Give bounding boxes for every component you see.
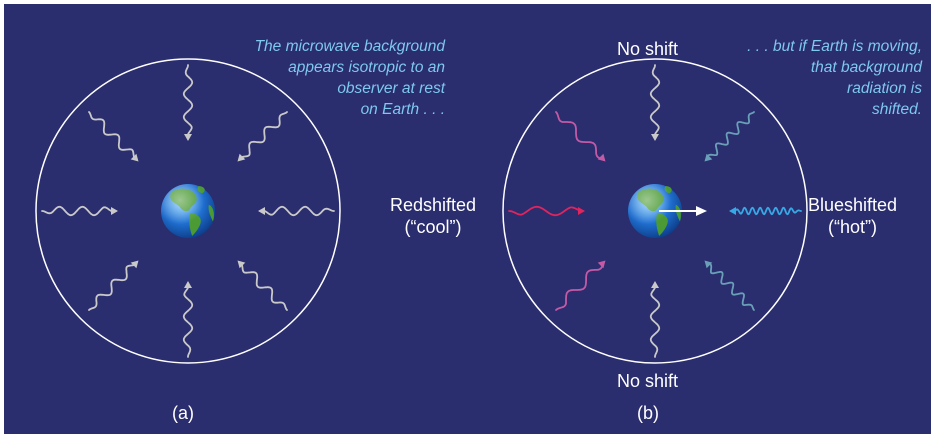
wavy-arrow-icon — [508, 205, 585, 217]
panel-b-waves — [508, 64, 802, 358]
panel-a-sky-circle — [35, 58, 341, 364]
earth-highlight — [628, 184, 682, 238]
panel-a-caption-line: on Earth . . . — [360, 101, 445, 118]
wavy-arrow-icon — [258, 205, 335, 217]
panel-b-caption-line: that background — [810, 59, 922, 76]
wavy-arrow-icon — [88, 111, 139, 162]
panel-b-caption-line: . . . but if Earth is moving, — [747, 38, 922, 55]
earth-highlight — [161, 184, 215, 238]
panel-a-caption: The microwave background appears isotrop… — [255, 36, 445, 120]
panel-a-label: (a) — [172, 403, 194, 423]
wavy-arrow-icon — [649, 64, 661, 141]
redshifted-label-line: (“cool”) — [404, 217, 462, 237]
wavy-arrow-icon — [182, 64, 194, 141]
blueshifted-label: Blueshifted (“hot”) — [808, 194, 897, 238]
top-no-shift-label: No shift — [617, 39, 679, 59]
panel-b — [502, 58, 808, 364]
wavy-arrow-icon — [729, 206, 802, 216]
panel-a-waves — [41, 64, 335, 358]
blueshifted-label-line: (“hot”) — [828, 217, 878, 237]
panel-b-caption-line: shifted. — [872, 101, 922, 118]
blueshifted-label-line: Blueshifted — [808, 195, 898, 215]
wavy-arrow-icon — [237, 260, 288, 311]
panel-a — [35, 58, 341, 364]
bottom-no-shift-label: No shift — [617, 371, 679, 391]
panel-b-sky-circle — [502, 58, 808, 364]
redshifted-label-line: Redshifted — [390, 195, 477, 215]
redshifted-label: Redshifted (“cool”) — [390, 194, 476, 238]
panel-a-earth-globe-icon — [161, 184, 215, 238]
panel-b-label: (b) — [637, 403, 659, 423]
panel-a-caption-line: The microwave background — [254, 38, 445, 55]
panel-a-caption-line: observer at rest — [337, 80, 445, 97]
wavy-arrow-icon — [88, 260, 139, 311]
wavy-arrow-icon — [555, 260, 606, 311]
wavy-arrow-icon — [704, 111, 755, 162]
diagram-frame: The microwave background appears isotrop… — [4, 4, 931, 434]
panel-b-earth-globe-icon — [628, 184, 682, 238]
wavy-arrow-icon — [704, 260, 755, 311]
cmb-diagram — [35, 58, 808, 364]
panel-b-caption: . . . but if Earth is moving, that backg… — [747, 36, 922, 120]
panel-b-caption-line: radiation is — [847, 80, 922, 97]
wavy-arrow-icon — [182, 281, 194, 358]
wavy-arrow-icon — [649, 281, 661, 358]
panel-a-caption-line: appears isotropic to an — [288, 59, 445, 76]
wavy-arrow-icon — [237, 111, 288, 162]
wavy-arrow-icon — [41, 205, 118, 217]
motion-arrow-icon — [659, 206, 707, 216]
wavy-arrow-icon — [555, 111, 606, 162]
